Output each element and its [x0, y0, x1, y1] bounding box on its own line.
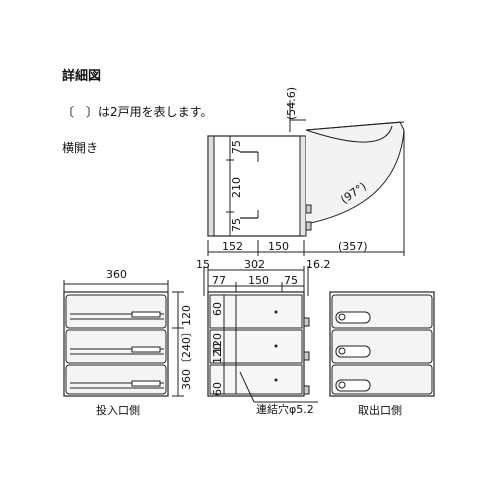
top-dim-label: (54.6) [285, 87, 298, 120]
back-box-1 [209, 294, 303, 329]
side-view [207, 100, 405, 256]
back-height-1: 60 [211, 302, 224, 316]
width-dim-right: 150 [268, 240, 289, 253]
inner-dim-middle: 150 [248, 274, 269, 287]
front-height-total: 360〔240〕 [180, 326, 193, 390]
rear-view [329, 291, 435, 397]
top-dim-left: 15 [196, 258, 210, 271]
page-title: 詳細図 [62, 69, 102, 84]
caption-front: 投入口側 [96, 404, 140, 417]
side-body [207, 135, 305, 237]
inner-dim-right: 75 [284, 274, 298, 287]
back-panel [299, 135, 307, 237]
height-dim-bottom: 75 [230, 218, 243, 232]
front-box-2 [65, 329, 167, 364]
hole-label: 連結穴φ5.2 [256, 402, 314, 416]
front-width-label: 360 [106, 268, 127, 281]
height-dim-top: 75 [230, 140, 243, 154]
back-height-2: 120 [211, 333, 224, 354]
front-height-top: 120 [180, 305, 193, 326]
front-box-1 [65, 294, 167, 329]
door-arc [305, 121, 405, 225]
knob-1 [305, 204, 312, 214]
opening-type-label: 横開き [62, 141, 99, 155]
height-dim-middle: 210 [230, 177, 243, 198]
back-box-3 [209, 364, 303, 395]
caption-rear: 取出口側 [358, 404, 402, 417]
inner-dim-left: 77 [212, 274, 226, 287]
front-box-3 [65, 364, 167, 395]
front-panel [207, 135, 215, 237]
top-dim-right: 16.2 [306, 258, 331, 271]
back-height-3: 120 [211, 343, 224, 364]
back-box-2 [209, 329, 303, 364]
back-view [203, 266, 318, 403]
note-text: 〔 〕は2戸用を表します。 [62, 105, 213, 119]
knob-2 [305, 221, 312, 231]
door-top-line [305, 121, 405, 131]
depth-dim-label: (357) [338, 240, 368, 253]
back-height-4: 60 [211, 382, 224, 396]
top-dim-middle: 302 [244, 258, 265, 271]
width-dim-left: 152 [222, 240, 243, 253]
hole-leader [239, 371, 255, 403]
front-view [63, 280, 184, 397]
door-arc-inner [305, 125, 393, 143]
